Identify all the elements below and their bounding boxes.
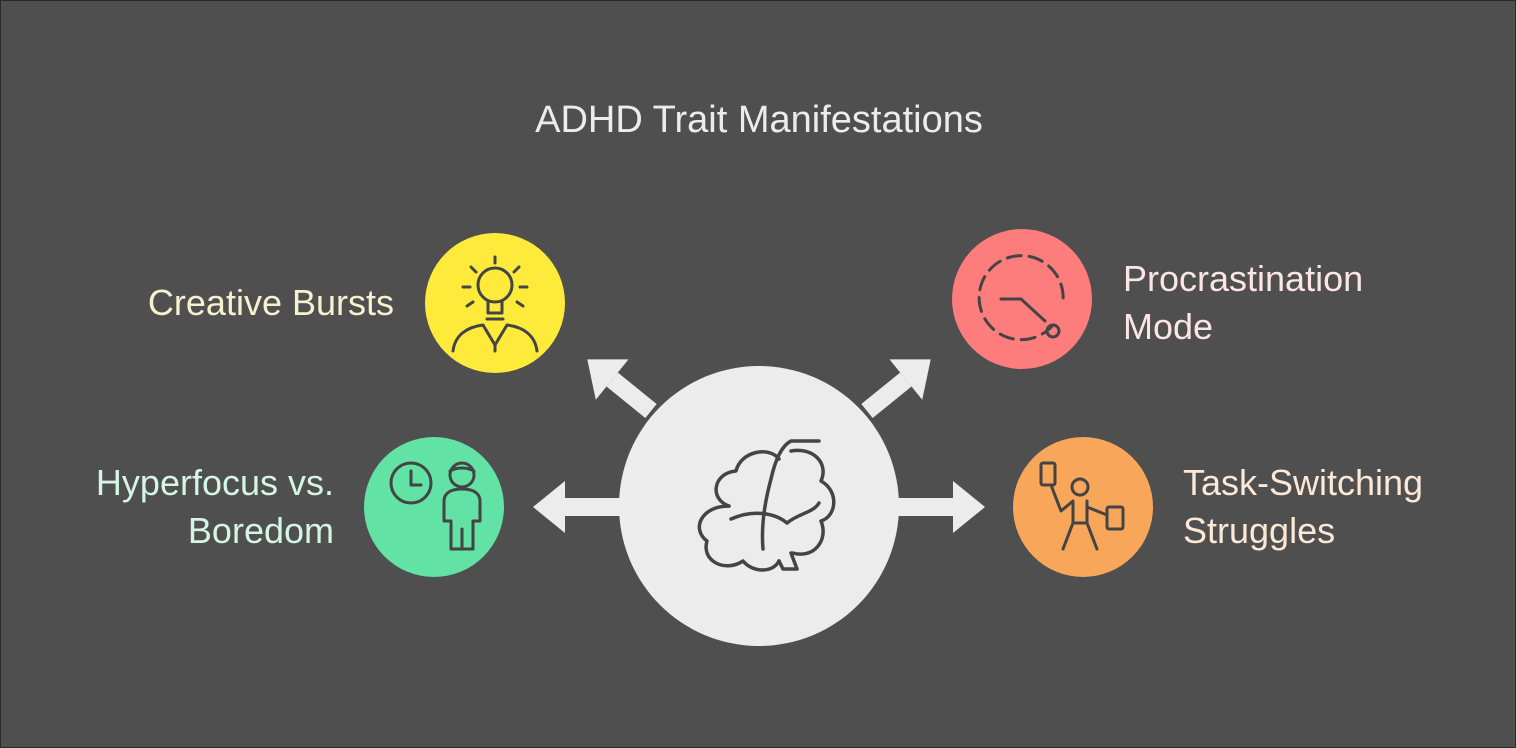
label-line: Procrastination <box>1123 258 1364 299</box>
arrow-to-hyperfocus <box>533 481 623 533</box>
label-hyperfocus: Hyperfocus vs. Boredom <box>21 459 334 555</box>
arrow-to-creative <box>587 359 657 418</box>
diagram-title: ADHD Trait Manifestations <box>535 99 983 141</box>
label-line: Creative Bursts <box>147 282 394 323</box>
arrows <box>533 359 985 533</box>
node-procrastination <box>952 229 1092 369</box>
juggling-person-icon <box>1039 461 1125 551</box>
brain-icon <box>697 439 836 572</box>
node-creative-bursts <box>425 233 565 373</box>
node-task-switching <box>1013 437 1153 577</box>
label-line: Struggles <box>1183 510 1336 551</box>
label-creative-bursts: Creative Bursts <box>61 279 394 327</box>
label-task-switching: Task-Switching Struggles <box>1183 459 1423 555</box>
arrow-to-procrastination <box>861 359 931 418</box>
label-line: Hyperfocus vs. <box>95 462 334 503</box>
center-node <box>619 366 899 646</box>
timer-icon <box>977 254 1065 342</box>
arrow-to-task-switching <box>895 481 985 533</box>
lightbulb-person-icon <box>451 255 539 353</box>
node-hyperfocus <box>364 437 504 577</box>
label-procrastination: Procrastination Mode <box>1123 255 1363 351</box>
clock-person-icon <box>389 461 482 551</box>
label-line: Task-Switching <box>1183 462 1424 503</box>
label-line: Boredom <box>187 510 334 551</box>
label-line: Mode <box>1123 306 1214 347</box>
